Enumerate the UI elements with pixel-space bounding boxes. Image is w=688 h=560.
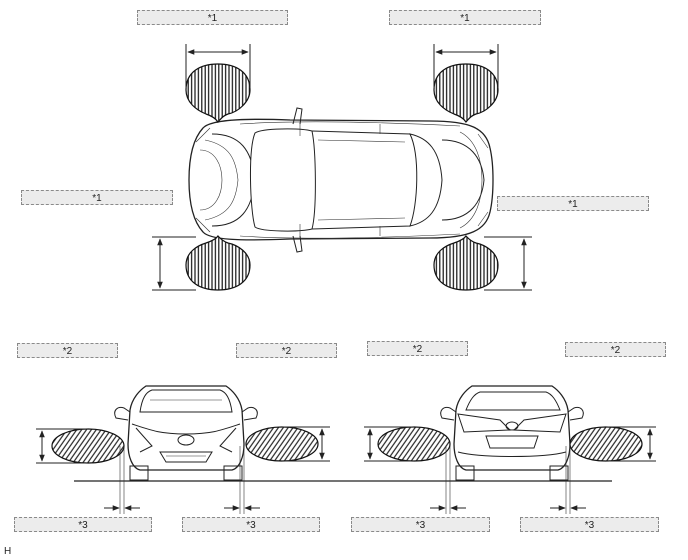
callout-3-b: *3 [182,517,320,532]
detection-area-top-front-right [433,63,499,123]
callout-2-c: *2 [367,341,468,356]
detection-area-front-left [51,428,125,464]
dimension-gap-front-left [104,446,140,514]
callout-3-c: *3 [351,517,490,532]
callout-1-top-left: *1 [137,10,288,25]
detection-area-top-rear-right [433,235,499,291]
dimension-height-rear-left [364,426,414,462]
dimension-width-left [185,44,251,88]
detection-area-rear-left [377,426,451,462]
dimension-gap-rear-right [550,446,586,514]
callout-2-a: *2 [17,343,118,358]
dimension-width-right [433,44,499,88]
callout-1-mid-left: *1 [21,190,173,205]
callout-1-top-right: *1 [389,10,541,25]
car-top-view [188,107,494,253]
car-rear-view [440,385,584,481]
dimension-height-rear-right [606,426,656,462]
dimension-depth-right [484,236,532,291]
car-front-view [114,385,258,481]
dimension-gap-rear-left [430,446,466,514]
detection-area-top-rear-left [185,235,251,291]
callout-2-b: *2 [236,343,337,358]
detection-area-top-front-left [185,63,251,123]
dimension-height-front-left [36,428,88,464]
callout-3-d: *3 [520,517,659,532]
dimension-gap-front-right [224,446,260,514]
dimension-depth-left [152,236,196,291]
callout-1-mid-right: *1 [497,196,649,211]
callout-2-d: *2 [565,342,666,357]
callout-3-a: *3 [14,517,152,532]
detection-area-front-right [245,426,319,462]
dimension-height-front-right [282,426,330,462]
figure-corner-mark: H [4,546,12,557]
detection-area-rear-right [569,426,643,462]
